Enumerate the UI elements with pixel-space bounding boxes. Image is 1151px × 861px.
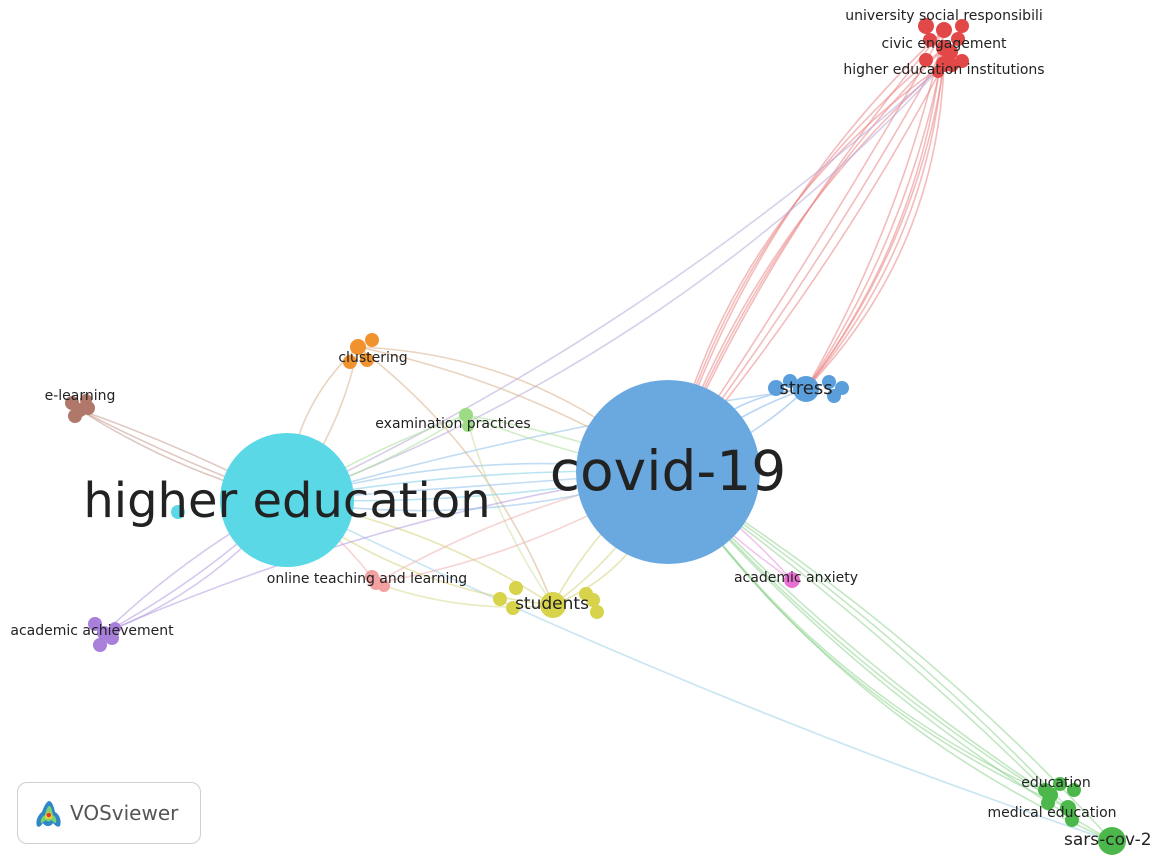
node-university-social-responsibility-member[interactable] xyxy=(923,33,937,47)
node-higher-education-member[interactable] xyxy=(171,505,185,519)
node-examination-practices-member[interactable] xyxy=(462,420,474,432)
node-clustering-member[interactable] xyxy=(360,353,374,367)
edge-civic-engagement-stress xyxy=(805,47,945,390)
edge-higher-education-institutions-stress xyxy=(805,63,945,390)
node-academic-achievement-member[interactable] xyxy=(93,638,107,652)
node-university-social-responsibility-member[interactable] xyxy=(955,19,969,33)
node-civic-engagement[interactable] xyxy=(936,40,952,56)
label-students[interactable]: students xyxy=(515,594,589,614)
node-students-member[interactable] xyxy=(509,581,523,595)
nodes xyxy=(65,18,1126,855)
label-education[interactable]: education xyxy=(1021,775,1090,791)
label-civic-engagement[interactable]: civic engagement xyxy=(882,36,1007,52)
node-higher-education-institutions-member[interactable] xyxy=(919,53,933,67)
label-academic-achievement[interactable]: academic achievement xyxy=(10,623,174,639)
edge-higher-education-institutions-higher-education xyxy=(286,63,945,501)
label-higher-education-institutions[interactable]: higher education institutions xyxy=(843,62,1044,78)
vosviewer-logo: VOSviewer xyxy=(17,782,201,844)
logo-name: VOSviewer xyxy=(70,801,179,825)
node-clustering-member[interactable] xyxy=(365,333,379,347)
node-academic-anxiety[interactable] xyxy=(784,572,800,588)
label-clustering[interactable]: clustering xyxy=(338,350,407,366)
edge-higher-education-institutions-higher-education xyxy=(286,63,945,501)
labels: higher education covid-19 stress cluster… xyxy=(10,8,1151,850)
label-university-social-responsibility[interactable]: university social responsibili xyxy=(845,8,1042,24)
node-education[interactable] xyxy=(1042,787,1058,803)
node-clustering[interactable] xyxy=(350,339,366,355)
label-examination-practices[interactable]: examination practices xyxy=(375,416,530,432)
label-academic-anxiety[interactable]: academic anxiety xyxy=(734,570,858,586)
label-covid-19[interactable]: covid-19 xyxy=(550,439,786,503)
edge-examination-practices-students xyxy=(465,414,554,606)
edge-online-teaching-and-learning-students xyxy=(375,582,554,608)
node-students-member[interactable] xyxy=(493,592,507,606)
node-stress-member[interactable] xyxy=(768,380,784,396)
node-university-social-responsibility-member[interactable] xyxy=(951,32,965,46)
node-university-social-responsibility[interactable] xyxy=(936,22,952,38)
node-clustering-member[interactable] xyxy=(343,355,357,369)
label-medical-education[interactable]: medical education xyxy=(987,805,1116,821)
node-sars-cov-2[interactable] xyxy=(1098,827,1126,855)
node-stress[interactable] xyxy=(793,376,819,402)
label-sars-cov-2[interactable]: sars-cov-2 xyxy=(1064,830,1151,850)
label-online-teaching-and-learning[interactable]: online teaching and learning xyxy=(267,571,467,587)
node-university-social-responsibility-member[interactable] xyxy=(918,18,934,34)
label-e-learning[interactable]: e-learning xyxy=(45,388,116,404)
node-students-member[interactable] xyxy=(579,587,593,601)
edge-higher-education-institutions-stress xyxy=(805,63,945,390)
node-education-member[interactable] xyxy=(1053,777,1067,791)
node-higher-education[interactable] xyxy=(220,433,354,567)
node-students-member[interactable] xyxy=(590,605,604,619)
node-higher-education-institutions[interactable] xyxy=(936,56,952,72)
edge-clustering-students xyxy=(357,346,554,606)
node-academic-achievement-member[interactable] xyxy=(109,622,121,634)
node-medical-education[interactable] xyxy=(1060,800,1076,816)
node-stress-member[interactable] xyxy=(827,389,841,403)
node-online-teaching-and-learning[interactable] xyxy=(369,576,383,590)
node-stress-member[interactable] xyxy=(783,374,797,388)
node-covid-19[interactable] xyxy=(576,380,760,564)
node-academic-achievement-member[interactable] xyxy=(88,617,102,631)
node-students-member[interactable] xyxy=(506,601,520,615)
node-education-member[interactable] xyxy=(1067,783,1081,797)
node-e-learning-member[interactable] xyxy=(80,394,92,406)
vosviewer-logo-icon xyxy=(36,801,61,827)
label-stress[interactable]: stress xyxy=(779,378,832,399)
edge-sars-cov-2-higher-education xyxy=(286,499,1113,842)
node-medical-education-member[interactable] xyxy=(1065,813,1079,827)
node-examination-practices[interactable] xyxy=(459,408,473,422)
label-higher-education[interactable]: higher education xyxy=(83,473,490,529)
edge-civic-engagement-stress xyxy=(805,47,945,390)
node-stress-member[interactable] xyxy=(822,375,836,389)
node-students[interactable] xyxy=(540,592,566,618)
edge-university-social-responsibility-stress xyxy=(805,29,945,390)
edge-stress-higher-education xyxy=(286,388,807,501)
node-e-learning[interactable] xyxy=(73,403,87,417)
node-academic-achievement[interactable] xyxy=(97,626,111,640)
